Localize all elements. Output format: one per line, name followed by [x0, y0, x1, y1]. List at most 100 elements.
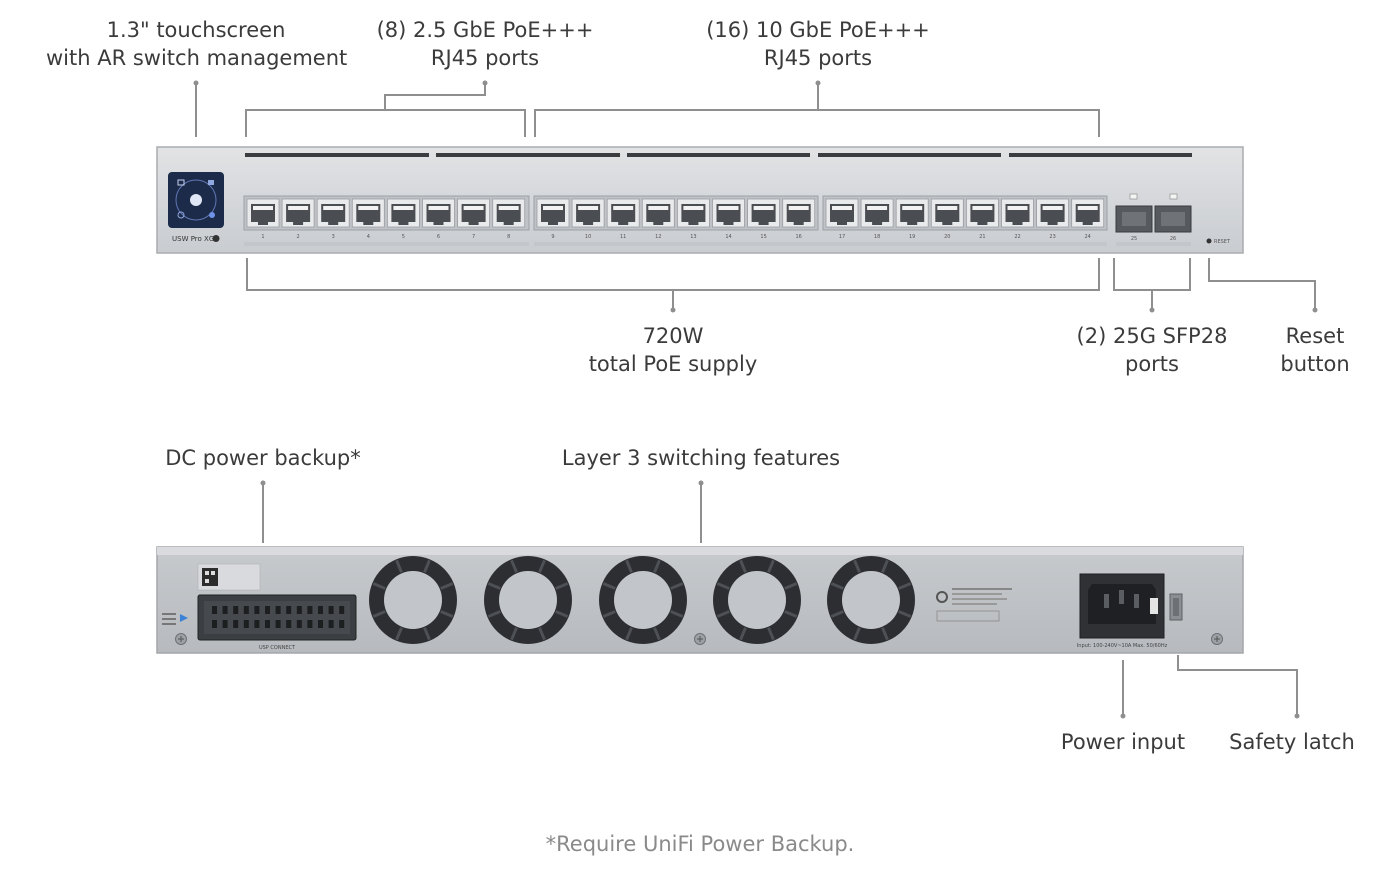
reset-text: RESET: [1214, 239, 1231, 245]
leader-sfp28: [1113, 258, 1191, 310]
rj45-port[interactable]: [782, 198, 816, 228]
rj45-port[interactable]: [1071, 198, 1105, 228]
callout-dc-backup: DC power backup*: [148, 444, 378, 472]
rj45-port[interactable]: [492, 198, 526, 228]
callout-reset-line1: Reset: [1285, 324, 1345, 348]
fan-grille: [484, 556, 572, 644]
rj45-port[interactable]: [895, 198, 929, 228]
callout-safety-latch-line1: Safety latch: [1229, 730, 1355, 754]
leader-ports-25g: [245, 83, 526, 137]
callout-touchscreen-line2: with AR switch management: [46, 46, 348, 70]
usp-pin: [243, 620, 249, 628]
port-label: 8: [507, 234, 510, 240]
touchscreen-display[interactable]: [168, 172, 224, 228]
rj45-port[interactable]: [457, 198, 491, 228]
callout-ports-10g-line2: RJ45 ports: [763, 46, 873, 70]
callout-power-input-line1: Power input: [1060, 730, 1186, 754]
rj45-port[interactable]: [1036, 198, 1069, 228]
usp-pin: [233, 606, 239, 614]
callout-sfp28: (2) 25G SFP28 ports: [1067, 322, 1237, 378]
model-label: USW Pro XG: [172, 235, 214, 243]
port-group-bar-2: [534, 242, 1107, 246]
rj45-port[interactable]: [536, 198, 570, 228]
rear-panel: USP CONNECT Input: 100-240V~10A Max. 50/…: [156, 546, 1244, 654]
leader-safety-latch: [1177, 655, 1298, 716]
rj45-port[interactable]: [1001, 198, 1034, 228]
port-label: 9: [551, 234, 554, 240]
callout-layer3: Layer 3 switching features: [541, 444, 861, 472]
usp-pin: [296, 606, 302, 614]
usp-pin: [328, 620, 334, 628]
rj45-port[interactable]: [641, 198, 675, 228]
usp-pin: [254, 620, 260, 628]
usp-pin: [286, 606, 292, 614]
fan-grille: [827, 556, 915, 644]
usp-pin: [222, 620, 228, 628]
rj45-port[interactable]: [966, 198, 999, 228]
rj45-port[interactable]: [281, 198, 315, 228]
callout-touchscreen-line1: 1.3" touchscreen: [106, 18, 286, 42]
callout-power-input: Power input: [1043, 728, 1203, 756]
port-label: 11: [620, 234, 626, 240]
port-label: 6: [437, 234, 440, 240]
usp-pin: [318, 620, 323, 628]
leader-reset: [1208, 258, 1316, 310]
usp-pin: [307, 606, 313, 614]
port-label: 1: [261, 234, 264, 240]
callout-layer3-line1: Layer 3 switching features: [561, 446, 841, 470]
usp-pin: [286, 620, 292, 628]
reset-button[interactable]: [1206, 238, 1212, 244]
front-vent-slots: [245, 153, 1192, 157]
rj45-port[interactable]: [246, 198, 280, 228]
port-label: 23: [1049, 234, 1055, 240]
rj45-port[interactable]: [422, 198, 455, 228]
ubiquiti-logo-icon: [212, 235, 220, 242]
rear-screws: [175, 633, 1223, 645]
vent-slot: [245, 153, 429, 157]
port-group-bar-1: [244, 242, 529, 246]
rj45-port[interactable]: [677, 198, 710, 228]
callout-dc-backup-line1: DC power backup*: [165, 446, 361, 470]
vent-slot: [436, 153, 620, 157]
leader-ports-10g: [534, 83, 1100, 137]
usp-pin: [222, 606, 228, 614]
usp-pin: [243, 606, 249, 614]
usp-pin: [275, 606, 281, 614]
rj45-port[interactable]: [386, 198, 420, 228]
cooling-fans: [369, 556, 915, 644]
usp-pin: [212, 620, 217, 628]
usp-pin: [307, 620, 313, 628]
rear-top-lip: [157, 547, 1243, 555]
rj45-port[interactable]: [747, 198, 780, 228]
port-label: 24: [1085, 234, 1091, 240]
sfp-label-26: 26: [1170, 236, 1176, 242]
rj45-port[interactable]: [712, 198, 745, 228]
sfp-label-25: 25: [1131, 236, 1137, 242]
callout-safety-latch: Safety latch: [1212, 728, 1372, 756]
port-label: 3: [332, 234, 335, 240]
rj45-port[interactable]: [606, 198, 640, 228]
rj45-port[interactable]: [351, 198, 385, 228]
fan-grille: [369, 556, 457, 644]
rj45-port[interactable]: [825, 198, 859, 228]
port-label: 18: [874, 234, 880, 240]
callout-poe-line2: total PoE supply: [588, 352, 758, 376]
regulatory-label: [936, 588, 1012, 622]
port-label: 14: [725, 234, 731, 240]
usp-pin: [328, 606, 334, 614]
usp-pin: [265, 620, 270, 628]
port-label: 10: [585, 234, 591, 240]
rj45-port[interactable]: [316, 198, 350, 228]
callout-touchscreen: 1.3" touchscreen with AR switch manageme…: [46, 16, 348, 72]
rj45-port[interactable]: [930, 198, 964, 228]
port-label: 7: [472, 234, 475, 240]
callout-reset-line2: button: [1280, 352, 1350, 376]
port-label: 20: [944, 234, 950, 240]
usp-pin: [254, 606, 260, 614]
port-label: 13: [690, 234, 696, 240]
rj45-port[interactable]: [571, 198, 605, 228]
port-label: 16: [796, 234, 802, 240]
rj45-port[interactable]: [860, 198, 894, 228]
